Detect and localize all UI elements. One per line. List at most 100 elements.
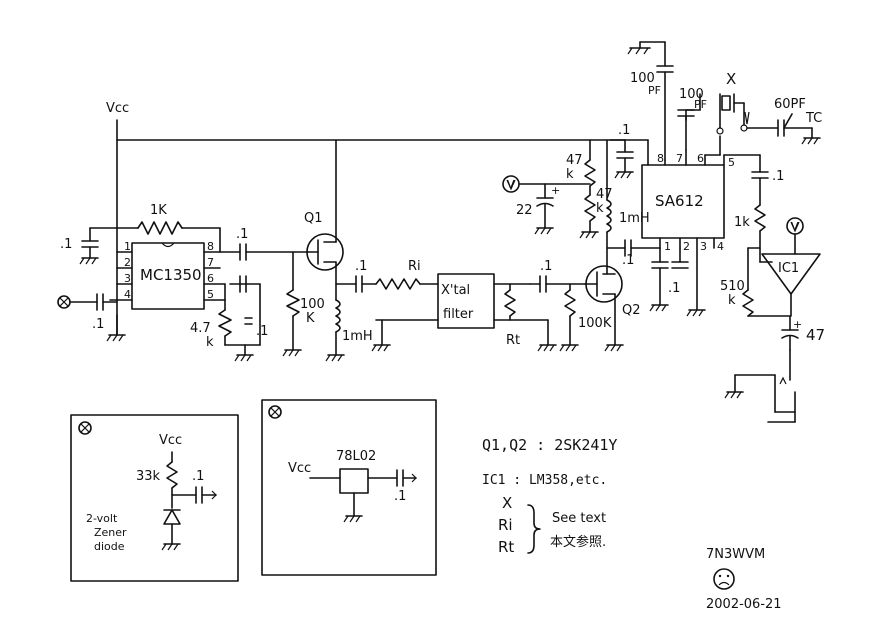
sa-pin1: 1 <box>664 240 671 253</box>
note-brace <box>527 504 541 554</box>
plus-22: + <box>551 184 560 197</box>
sa-pin8: 8 <box>657 152 664 165</box>
mc-output-cap <box>239 243 309 261</box>
note-q-parts: Q1,Q2 : 2SK241Y <box>482 436 617 454</box>
r1k-b-label: 1k <box>734 215 750 230</box>
mc-pin7: 7 <box>207 256 214 269</box>
v-right-label: V <box>791 220 799 233</box>
inset-zener-box <box>70 414 239 582</box>
xtal-label-bottom: filter <box>443 307 474 322</box>
r47b-unit: k <box>596 201 604 216</box>
c47-label: 47 <box>806 326 825 344</box>
sa-bot-cap-label: .1 <box>668 281 680 296</box>
ic1-label: IC1 <box>778 261 799 276</box>
note-x: X <box>502 494 512 512</box>
mc-pin6: 6 <box>207 272 214 285</box>
note-ic-parts: IC1 : LM358,etc. <box>482 473 607 488</box>
note-see-text: See text <box>552 511 606 526</box>
sa-out-cap-label: .1 <box>772 169 784 184</box>
mc-pin3: 3 <box>124 272 131 285</box>
pre-q2-cap-label: .1 <box>540 259 552 274</box>
l1mh-label: 1mH <box>342 329 373 344</box>
inset2-reg-label: 78L02 <box>336 449 376 464</box>
input-terminal <box>57 293 126 342</box>
note-japanese: 本文参照. <box>550 534 606 550</box>
mc-pin2: 2 <box>124 256 131 269</box>
mc-pin5: 5 <box>207 288 214 301</box>
inset1-r-label: 33k <box>136 469 161 484</box>
sa-pin3: 3 <box>700 240 707 253</box>
r510k-label: 510 <box>720 279 745 294</box>
bias-network <box>502 139 599 239</box>
c100pf2-label: 100 <box>679 87 704 102</box>
vcc-main-label: Vcc <box>106 101 129 116</box>
r1k-label: 1K <box>150 203 167 218</box>
c100pf2-unit: PF <box>694 98 707 111</box>
q1-cap-label: .1 <box>355 259 367 274</box>
rt-label: Rt <box>506 333 520 348</box>
r47-unit: k <box>566 167 574 182</box>
c100pf-label: 100 <box>630 71 655 86</box>
c100pf-unit: PF <box>648 84 661 97</box>
r100k-unit: K <box>306 311 315 326</box>
inset1-vcc-label: Vcc <box>159 433 182 448</box>
sa-pin2: 2 <box>683 240 690 253</box>
sa612-label: SA612 <box>655 192 704 210</box>
agc-network <box>218 275 261 362</box>
author-callsign: 7N3WVM <box>706 547 765 562</box>
input-cap-label: .1 <box>92 317 104 332</box>
ri-label: Ri <box>408 259 421 274</box>
q1-coupling <box>325 275 377 362</box>
headphone-jack <box>724 349 796 423</box>
inset2-c-label: .1 <box>394 489 406 504</box>
l1mh-b-label: 1mH <box>619 211 650 226</box>
r47-label: 47 <box>566 153 583 168</box>
inset1-zener-line3: diode <box>94 540 125 553</box>
frown-face-icon <box>713 568 735 590</box>
mc-out-cap-label: .1 <box>236 227 248 242</box>
sa-pin4: 4 <box>717 240 724 253</box>
mc1350-label: MC1350 <box>140 266 202 284</box>
rt-resistor <box>493 283 557 352</box>
plus-47: + <box>793 318 802 331</box>
inset1-zener-line1: 2-volt <box>86 512 118 525</box>
r510k-unit: k <box>728 293 736 308</box>
left-cap-label: .1 <box>60 237 72 252</box>
r47k-unit: k <box>206 335 214 350</box>
note-ri: Ri <box>498 516 513 534</box>
drawing-date: 2002-06-21 <box>706 597 782 612</box>
q1-label: Q1 <box>304 211 323 226</box>
sa-pin6: 6 <box>697 152 704 165</box>
inset1-c-label: .1 <box>192 469 204 484</box>
emit-cap-label: .1 <box>256 324 268 339</box>
q1-fet <box>282 139 344 357</box>
r47k-label: 4.7 <box>190 321 211 336</box>
audio-stage <box>742 154 821 351</box>
left-decoupling-cap <box>79 227 118 265</box>
sa-in-cap-label: .1 <box>622 253 634 268</box>
sa-top-decoupling <box>614 139 634 179</box>
c22-label: 22 <box>516 203 533 218</box>
x-label: X <box>726 70 736 88</box>
mc1350-chip <box>109 242 241 310</box>
sa-pin7: 7 <box>676 152 683 165</box>
resistor-1k <box>116 221 221 253</box>
c60pf-label: 60PF <box>774 97 806 112</box>
v-left-label: V <box>507 178 515 191</box>
r100k-q2-label: 100K <box>578 316 612 331</box>
tc-label: TC <box>805 111 822 126</box>
inset1-zener-line2: Zener <box>94 526 127 539</box>
mc-pin4: 4 <box>124 288 131 301</box>
q2-fet <box>584 139 661 352</box>
note-rt: Rt <box>498 538 514 556</box>
xtal-label-top: X'tal <box>441 283 470 298</box>
r100k-label: 100 <box>300 297 325 312</box>
crystal-filter <box>437 273 495 329</box>
ri-resistor <box>371 278 439 352</box>
sa612-chip <box>641 135 761 317</box>
oscillator-section <box>627 41 821 161</box>
inset2-vcc-label: Vcc <box>288 461 311 476</box>
mc-pin8: 8 <box>207 240 214 253</box>
q2-input-cap <box>529 275 586 352</box>
